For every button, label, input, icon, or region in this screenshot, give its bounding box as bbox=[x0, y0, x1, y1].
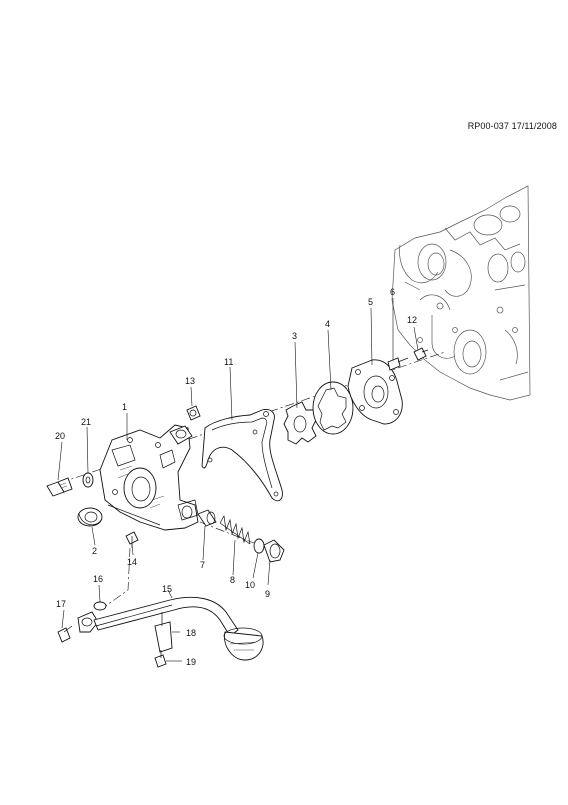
part-washer bbox=[82, 472, 94, 488]
callout-17: 17 bbox=[56, 599, 66, 609]
callout-1: 1 bbox=[122, 402, 127, 412]
part-bolt-19 bbox=[154, 650, 167, 668]
pickup-axis bbox=[99, 547, 131, 611]
part-relief-washer bbox=[253, 538, 265, 554]
callout-14: 14 bbox=[127, 557, 137, 567]
part-bolt-17 bbox=[57, 625, 73, 643]
callout-labels: 1 2 3 4 5 6 7 8 9 10 11 12 13 14 15 16 1… bbox=[55, 287, 417, 667]
callout-3: 3 bbox=[292, 331, 297, 341]
part-dowel-12 bbox=[413, 347, 429, 361]
callout-19: 19 bbox=[186, 657, 196, 667]
part-oil-pump-housing bbox=[99, 424, 199, 531]
callout-6: 6 bbox=[390, 287, 395, 297]
callout-2: 2 bbox=[92, 546, 97, 556]
part-pipe-bracket bbox=[154, 612, 173, 653]
part-o-ring bbox=[93, 601, 107, 611]
callout-4: 4 bbox=[325, 319, 330, 329]
callout-15: 15 bbox=[162, 584, 172, 594]
part-cover-screw bbox=[387, 357, 409, 371]
callout-7: 7 bbox=[200, 560, 205, 570]
part-bolt-14 bbox=[125, 531, 139, 548]
callout-20: 20 bbox=[55, 431, 65, 441]
callout-5: 5 bbox=[368, 297, 373, 307]
part-relief-spring bbox=[219, 514, 251, 545]
part-relief-piston bbox=[197, 509, 217, 527]
part-sender-unit bbox=[46, 477, 73, 497]
drawing-reference: RP00-037 17/11/2008 bbox=[467, 121, 557, 131]
callout-9: 9 bbox=[265, 589, 270, 599]
callout-11: 11 bbox=[224, 357, 233, 367]
callout-16: 16 bbox=[93, 574, 103, 584]
part-relief-plug bbox=[263, 539, 285, 563]
part-pump-gasket bbox=[201, 409, 283, 502]
engine-block bbox=[391, 185, 531, 401]
part-oil-pickup-pipe bbox=[77, 596, 264, 661]
callout-8: 8 bbox=[230, 575, 235, 585]
callout-21: 21 bbox=[81, 417, 91, 427]
part-outer-rotor bbox=[312, 381, 354, 435]
leader-lines bbox=[57, 298, 419, 662]
callout-10: 10 bbox=[245, 580, 255, 590]
part-inner-rotor bbox=[283, 401, 317, 445]
part-pump-cover bbox=[347, 359, 403, 425]
part-crankshaft-seal bbox=[77, 507, 103, 527]
part-plug-13 bbox=[186, 405, 201, 421]
callout-13: 13 bbox=[185, 376, 195, 386]
callout-18: 18 bbox=[186, 628, 196, 638]
callout-12: 12 bbox=[407, 315, 417, 325]
